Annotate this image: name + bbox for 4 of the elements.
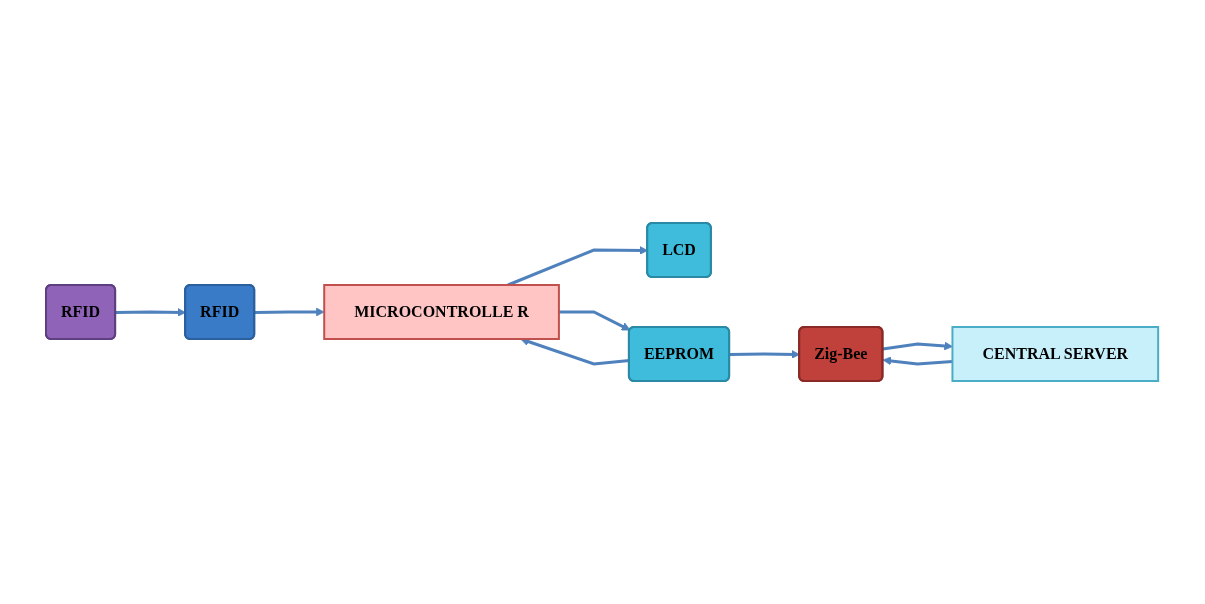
arrow [883,356,953,366]
node-box: MICROCONTROLLE R [323,284,561,340]
node-box: CENTRAL SERVER [951,326,1160,382]
arrow [559,310,631,331]
